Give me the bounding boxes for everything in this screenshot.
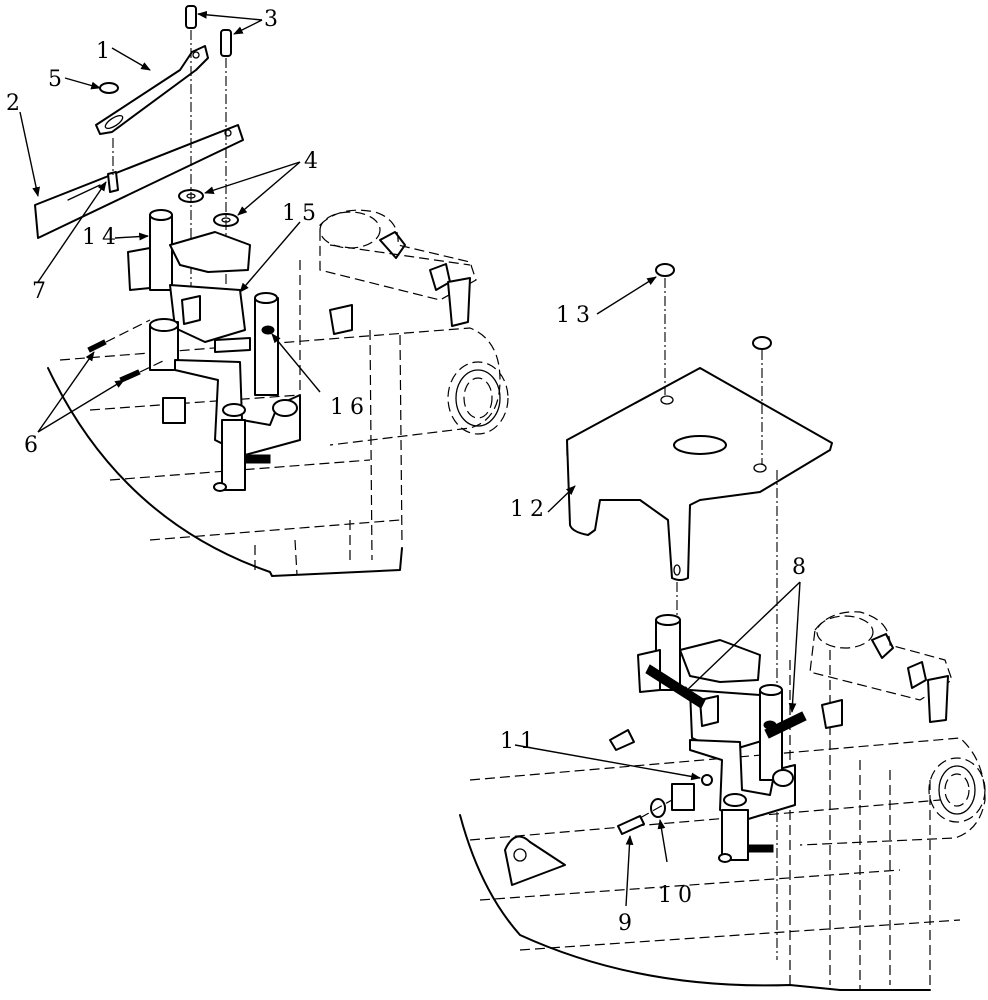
callout-7: 7 <box>32 279 52 304</box>
callout-8: 8 <box>792 555 812 580</box>
right-cam-housing <box>809 611 953 729</box>
callout-3: 3 <box>264 7 284 32</box>
part-6-pins <box>87 319 166 383</box>
callout-15: 15 <box>282 201 322 226</box>
right-housing <box>459 650 986 991</box>
upper-left-assembly <box>34 5 509 577</box>
part-7-pin <box>107 171 119 193</box>
callout-9: 9 <box>618 911 638 936</box>
part-11-washer <box>701 774 713 786</box>
callout-2: 2 <box>6 91 26 116</box>
callout-14: 14 <box>82 225 122 250</box>
callout-4: 4 <box>304 149 324 174</box>
part-11-block <box>671 783 695 811</box>
part-4-washers <box>178 189 239 227</box>
part-13-clips <box>655 263 772 350</box>
lower-right-assembly <box>459 263 986 991</box>
right-shift-mechanism <box>609 614 796 863</box>
callout-labels: 1 2 3 4 5 6 7 8 9 10 11 12 13 14 15 16 <box>6 7 812 936</box>
left-cam-housing <box>319 209 477 335</box>
part-5-washer <box>99 82 119 94</box>
left-shift-mechanism <box>127 209 301 492</box>
callout-16: 16 <box>330 395 370 420</box>
part-3-bolts <box>185 5 232 57</box>
part-12-cover <box>566 367 833 581</box>
part-1-lever <box>95 45 209 135</box>
leader-lines <box>19 10 801 907</box>
callout-10: 10 <box>658 883 698 908</box>
part-9-bolt <box>617 815 645 835</box>
callout-11: 11 <box>500 729 540 754</box>
callout-12: 12 <box>510 497 550 522</box>
callout-13: 13 <box>556 303 596 328</box>
part-2-plate <box>34 124 244 239</box>
callout-6: 6 <box>24 433 44 458</box>
callout-5: 5 <box>48 67 68 92</box>
callout-1: 1 <box>96 39 116 64</box>
